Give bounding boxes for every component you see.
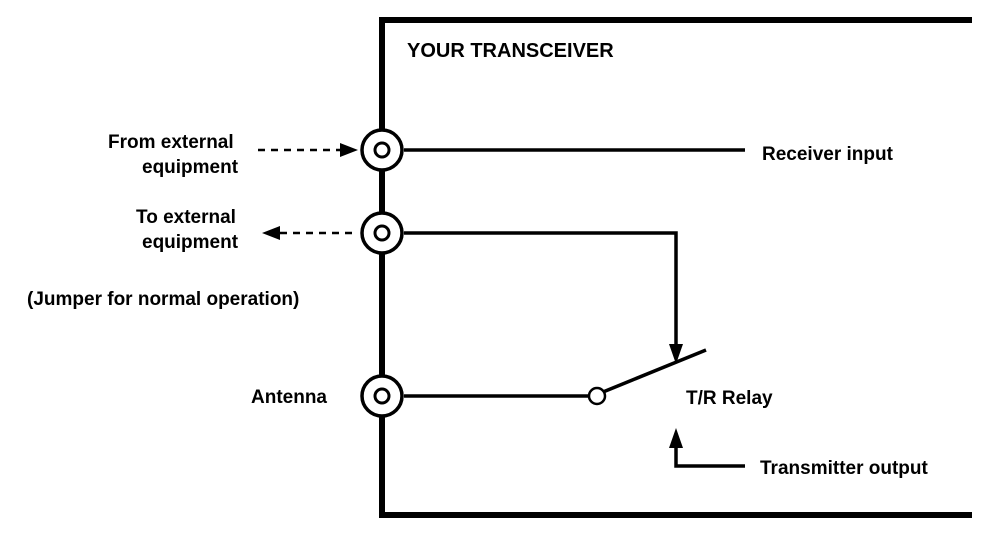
transmitter-output-line — [674, 445, 745, 468]
transmit-jack-center — [373, 224, 391, 242]
receiver-input-label: Receiver input — [762, 144, 894, 165]
antenna-label: Antenna — [251, 387, 327, 408]
to-external-label-line2: equipment — [142, 232, 239, 253]
transceiver-title: YOUR TRANSCEIVER — [407, 40, 614, 62]
antenna-jack-center — [373, 387, 391, 405]
transmitter-output-arrowhead — [669, 428, 683, 448]
relay-switch-arm — [602, 348, 707, 394]
relay-pivot-contact — [587, 386, 607, 406]
to-external-arrowhead — [262, 226, 280, 240]
tr-relay-label: T/R Relay — [686, 388, 773, 409]
from-external-label-line2: equipment — [142, 157, 239, 178]
from-external-label-line1: From external — [108, 132, 234, 153]
transmit-route-line — [404, 231, 678, 348]
transmitter-output-label: Transmitter output — [760, 458, 929, 479]
to-external-label-line1: To external — [136, 207, 236, 228]
transceiver-enclosure — [379, 17, 972, 518]
from-external-arrowhead — [340, 143, 358, 157]
receive-jack-center — [373, 141, 391, 159]
jumper-note: (Jumper for normal operation) — [27, 289, 299, 310]
relay-control-arrowhead — [669, 344, 683, 364]
